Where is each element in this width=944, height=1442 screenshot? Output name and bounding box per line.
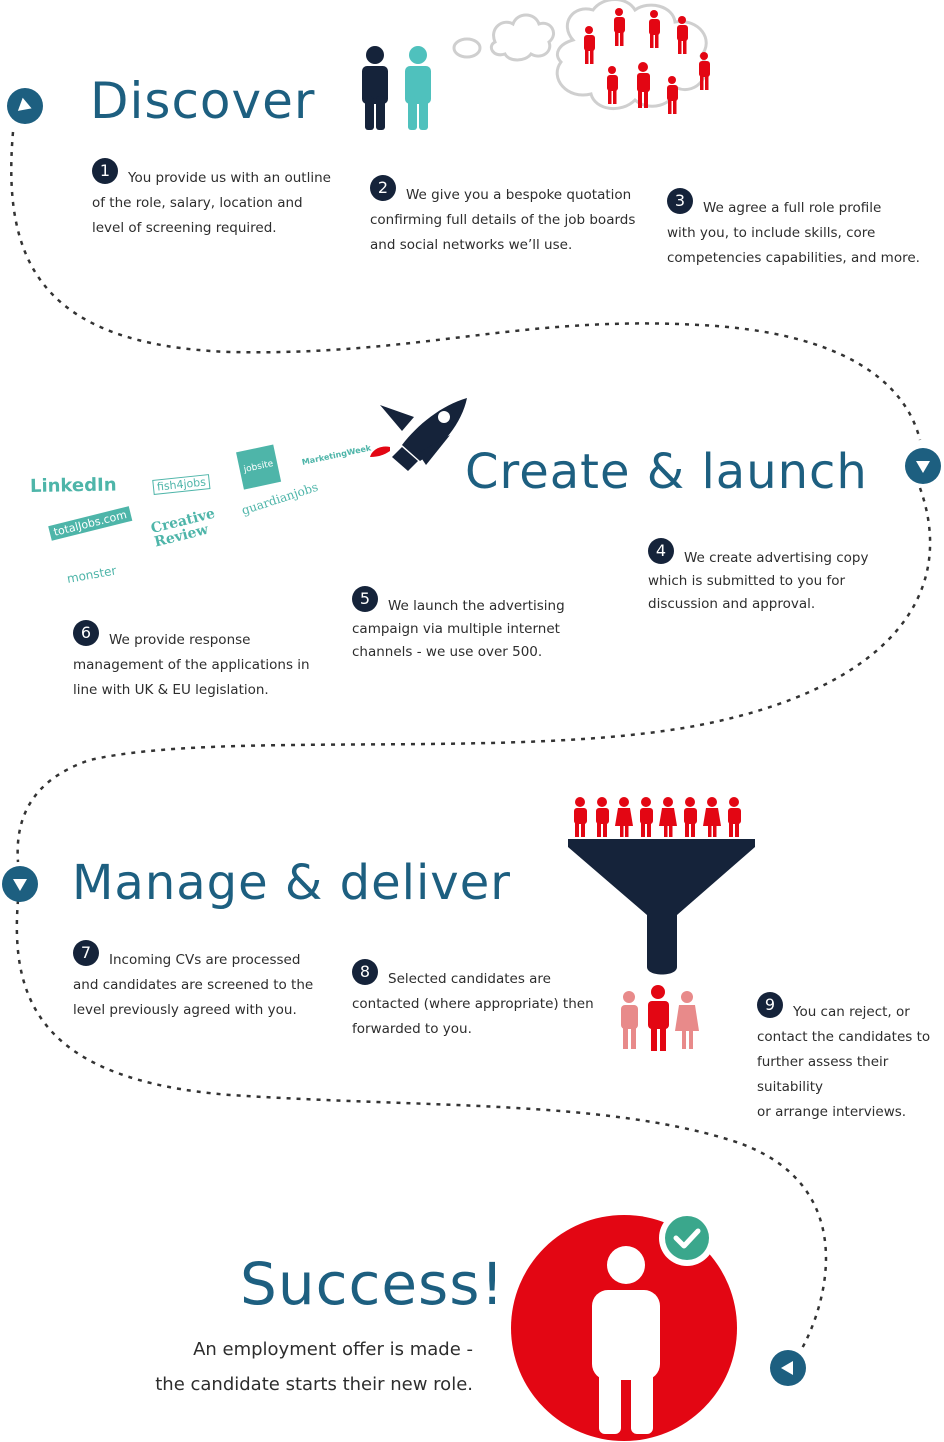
section-arrow-icon [770,1350,806,1386]
step-number-badge: 8 [352,959,378,985]
linkedin-logo: LinkedIn [29,474,117,497]
section-title-manage-deliver: Manage & deliver [72,855,511,911]
thought-cloud-icon [452,0,710,114]
candidate-row-icon [574,797,741,837]
section-title-create-launch: Create & launch [465,444,868,500]
candidate-crowd-icon [584,8,710,114]
rocket-icon [370,398,467,471]
step-number-badge: 9 [757,992,783,1018]
step-number-badge: 3 [667,188,693,214]
funnel-icon [568,797,755,1051]
step-number-badge: 6 [73,620,99,646]
section-title-success: Success! [240,1250,505,1318]
step-number-badge: 7 [73,940,99,966]
step-number-badge: 1 [92,158,118,184]
section-arrow-icon [7,88,43,124]
hired-candidate-icon [511,1210,737,1441]
checkmark-icon [659,1210,715,1266]
section-title-discover: Discover [90,72,316,130]
step-number-badge: 5 [352,586,378,612]
step-number-badge: 4 [648,538,674,564]
section-arrow-icon [905,448,941,484]
shortlisted-candidates-icon [621,985,699,1051]
section-arrow-icon [2,866,38,902]
step-number-badge: 2 [370,175,396,201]
jobsite-logo: jobsite [236,444,282,490]
success-description: An employment offer is made - the candid… [155,1339,473,1395]
people-pair-icon [362,46,431,130]
